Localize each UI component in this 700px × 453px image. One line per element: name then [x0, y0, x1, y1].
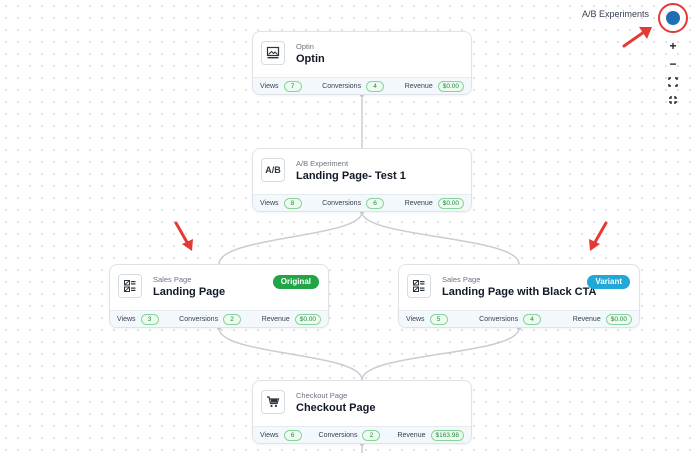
conversions-count: 4: [366, 80, 385, 92]
ab-experiments-toggle[interactable]: [658, 3, 688, 33]
views-count: 3: [140, 313, 159, 325]
views-label: Views: [117, 315, 136, 323]
plus-icon: +: [669, 39, 677, 53]
node-stats-bar: Views 3 Conversions 2 Revenue $0.00: [110, 310, 328, 327]
node-title: Landing Page- Test 1: [296, 170, 406, 182]
views-count: 8: [283, 197, 302, 209]
ab-experiments-label: A/B Experiments: [582, 9, 650, 19]
node-title: Landing Page: [153, 286, 226, 298]
views-count: 7: [283, 80, 302, 92]
revenue-amount: $163.98: [430, 429, 464, 441]
revenue-label: Revenue: [261, 315, 290, 323]
annotation-arrow-icon: [174, 221, 193, 251]
conversions-label: Conversions: [318, 431, 358, 439]
page-icon: [407, 274, 431, 298]
conversions-label: Conversions: [322, 199, 362, 207]
views-label: Views: [260, 199, 279, 207]
views-label: Views: [406, 315, 425, 323]
fit-view-button[interactable]: [664, 74, 682, 90]
views-count: 6: [283, 429, 302, 441]
node-optin[interactable]: Optin Optin Views 7 Conversions 4 Revenue $…: [252, 31, 472, 95]
node-stats-bar: Views 8 Conversions 6 Revenue $0.00: [253, 194, 471, 211]
node-title: Landing Page with Black CTA: [442, 286, 597, 298]
node-type-label: Optin: [296, 42, 314, 51]
image-icon: [261, 41, 285, 65]
node-sales-original[interactable]: Sales Page Landing Page Original Views 3 …: [109, 264, 329, 328]
ab-icon: A/B: [261, 158, 285, 182]
views-label: Views: [260, 431, 279, 439]
conversions-label: Conversions: [479, 315, 519, 323]
annotation-arrow-icon: [622, 27, 652, 48]
fit-view-icon: [668, 77, 678, 87]
conversions-label: Conversions: [322, 82, 362, 90]
node-title: Optin: [296, 53, 325, 65]
collapse-icon: [669, 96, 677, 104]
conversions-count: 6: [366, 197, 385, 209]
variant-badge: Variant: [587, 275, 630, 289]
zoom-in-button[interactable]: +: [664, 38, 682, 54]
conversions-count: 4: [523, 313, 542, 325]
conversions-count: 2: [223, 313, 242, 325]
node-type-label: Sales Page: [153, 275, 192, 284]
revenue-amount: $0.00: [294, 313, 321, 325]
annotation-arrow-icon: [589, 221, 608, 251]
toggle-dot-icon: [666, 11, 680, 25]
revenue-amount: $0.00: [437, 197, 464, 209]
views-label: Views: [260, 82, 279, 90]
node-sales-variant[interactable]: Sales Page Landing Page with Black CTA V…: [398, 264, 640, 328]
node-title: Checkout Page: [296, 402, 376, 414]
minus-icon: −: [669, 57, 677, 71]
node-stats-bar: Views 6 Conversions 2 Revenue $163.98: [253, 426, 471, 443]
revenue-label: Revenue: [404, 199, 433, 207]
fullscreen-button[interactable]: [664, 92, 682, 108]
cart-icon: [261, 390, 285, 414]
zoom-out-button[interactable]: −: [664, 56, 682, 72]
views-count: 5: [429, 313, 448, 325]
node-stats-bar: Views 7 Conversions 4 Revenue $0.00: [253, 77, 471, 94]
page-icon: [118, 274, 142, 298]
original-badge: Original: [272, 275, 319, 289]
node-checkout[interactable]: Checkout Page Checkout Page Views 6 Conve…: [252, 380, 472, 444]
node-stats-bar: Views 5 Conversions 4 Revenue $0.00: [399, 310, 639, 327]
revenue-label: Revenue: [572, 315, 601, 323]
revenue-label: Revenue: [404, 82, 433, 90]
revenue-amount: $0.00: [437, 80, 464, 92]
revenue-amount: $0.00: [605, 313, 632, 325]
conversions-count: 2: [362, 429, 381, 441]
node-ab-experiment[interactable]: A/B A/B Experiment Landing Page- Test 1 …: [252, 148, 472, 212]
node-type-label: A/B Experiment: [296, 159, 349, 168]
conversions-label: Conversions: [179, 315, 219, 323]
revenue-label: Revenue: [397, 431, 426, 439]
node-type-label: Checkout Page: [296, 391, 348, 400]
node-type-label: Sales Page: [442, 275, 481, 284]
